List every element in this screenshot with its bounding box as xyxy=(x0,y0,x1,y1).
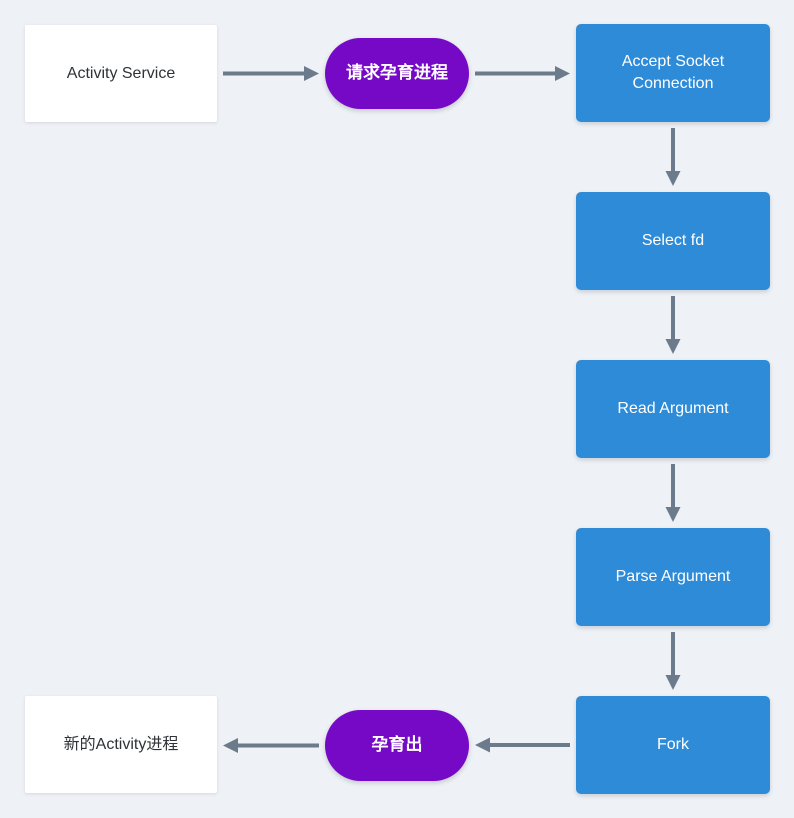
edge-shaft xyxy=(671,296,675,339)
edge-arrowhead xyxy=(665,171,681,186)
edge-shaft xyxy=(671,128,675,171)
edge-arrowhead xyxy=(304,66,319,81)
node-label: Read Argument xyxy=(617,400,729,418)
edge-fork-to-fork-out xyxy=(475,737,570,753)
node-label: Accept Socket Connection xyxy=(621,53,725,92)
edge-shaft xyxy=(223,71,304,76)
edge-arrowhead xyxy=(665,507,681,522)
node-label: Activity Service xyxy=(66,64,176,82)
node-label: 新的Activity进程 xyxy=(63,735,179,753)
node-label: Fork xyxy=(657,736,689,754)
edge-arrowhead xyxy=(223,738,238,753)
edge-read-argument-to-parse-argument xyxy=(665,464,681,522)
edge-shaft xyxy=(490,743,570,747)
edge-shaft xyxy=(671,632,675,675)
node-accept-socket-connection[interactable]: Accept Socket Connection xyxy=(576,24,770,122)
node-fork[interactable]: Fork xyxy=(576,696,770,794)
edge-shaft xyxy=(238,743,319,748)
edge-arrowhead xyxy=(665,339,681,354)
edge-activity-service-to-request-fork-process xyxy=(223,66,319,81)
node-label: Parse Argument xyxy=(615,568,731,586)
node-parse-argument[interactable]: Parse Argument xyxy=(576,528,770,626)
edge-parse-argument-to-fork xyxy=(665,632,681,690)
node-read-argument[interactable]: Read Argument xyxy=(576,360,770,458)
edge-fork-out-to-new-activity-process xyxy=(223,738,319,753)
edge-arrowhead xyxy=(475,737,490,753)
edge-shaft xyxy=(475,71,555,76)
node-select-fd[interactable]: Select fd xyxy=(576,192,770,290)
edge-accept-socket-connection-to-select-fd xyxy=(665,128,681,186)
node-activity-service[interactable]: Activity Service xyxy=(25,25,217,122)
node-label: 请求孕育进程 xyxy=(346,63,448,83)
edge-arrowhead xyxy=(665,675,681,690)
node-new-activity-process[interactable]: 新的Activity进程 xyxy=(25,696,217,793)
edge-request-fork-process-to-accept-socket-connection xyxy=(475,66,570,81)
node-label: Select fd xyxy=(641,232,705,250)
node-fork-out[interactable]: 孕育出 xyxy=(325,710,469,781)
node-request-fork-process[interactable]: 请求孕育进程 xyxy=(325,38,469,109)
edge-shaft xyxy=(671,464,675,507)
node-label: 孕育出 xyxy=(371,735,423,755)
edge-select-fd-to-read-argument xyxy=(665,296,681,354)
edge-arrowhead xyxy=(555,66,570,81)
